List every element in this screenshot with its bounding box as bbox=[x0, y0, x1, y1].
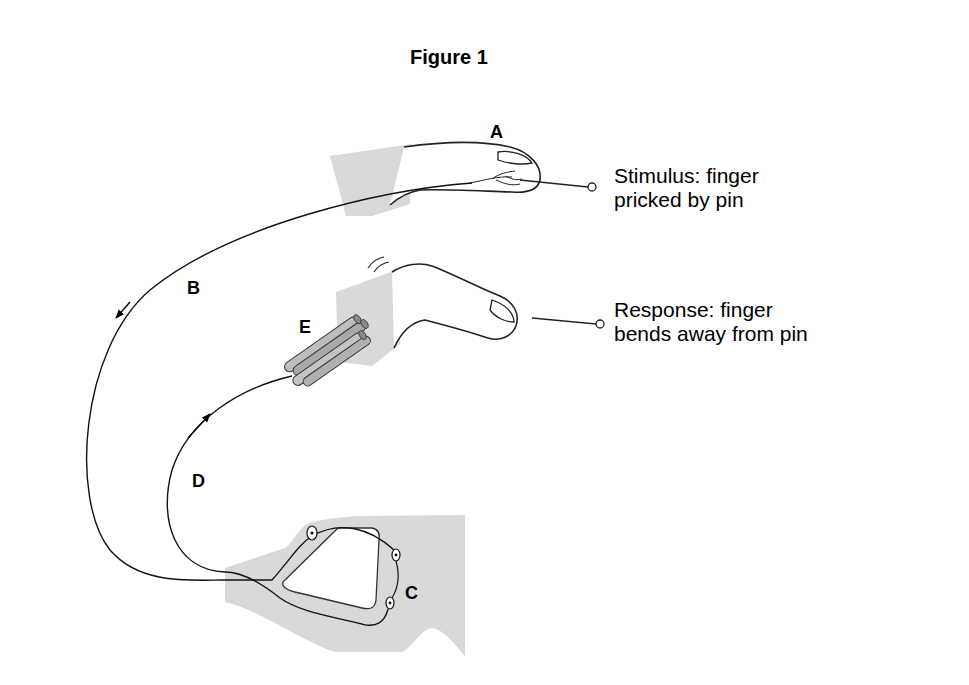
stimulus-note: Stimulus: finger pricked by pin bbox=[614, 164, 819, 212]
spinal-cord bbox=[225, 515, 465, 656]
response-finger bbox=[336, 257, 604, 366]
motor-neurone bbox=[167, 376, 292, 572]
muscle-bundle bbox=[282, 312, 378, 393]
part-label: A bbox=[490, 120, 503, 144]
part-label: E bbox=[299, 315, 311, 339]
direction-arrow bbox=[116, 302, 130, 318]
figure-title: Figure 1 bbox=[410, 45, 488, 69]
direction-arrow bbox=[188, 414, 210, 438]
stimulus-finger bbox=[330, 142, 596, 216]
response-note: Response: finger bends away from pin bbox=[614, 298, 819, 346]
part-label: B bbox=[187, 276, 200, 300]
sensory-neurone bbox=[87, 183, 472, 580]
part-label: D bbox=[192, 469, 205, 493]
part-label: C bbox=[405, 581, 418, 605]
